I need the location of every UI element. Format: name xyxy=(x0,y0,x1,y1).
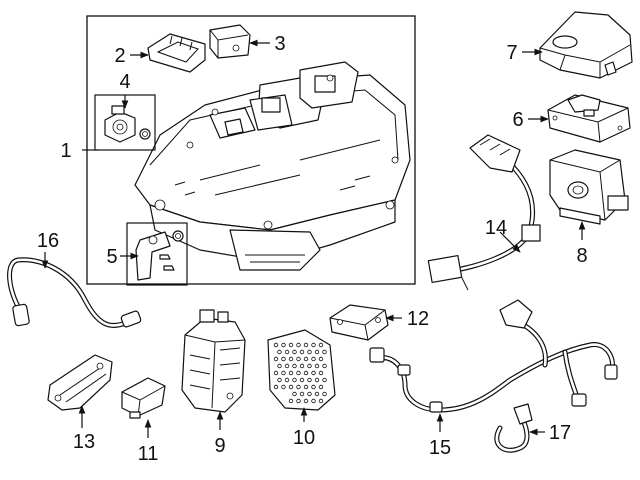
module-part-3 xyxy=(209,24,251,59)
perforation-hole xyxy=(314,391,320,397)
perforation-hole xyxy=(277,349,282,355)
perforation-hole xyxy=(307,391,312,397)
cover-part-7 xyxy=(539,11,633,79)
bracket-part-13 xyxy=(47,354,113,411)
perforation-hole xyxy=(314,377,320,383)
perforation-hole xyxy=(322,363,327,369)
perforation-hole xyxy=(311,370,316,376)
perforation-hole xyxy=(281,342,286,348)
perforation-hole xyxy=(318,384,324,390)
perforation-hole xyxy=(303,370,309,376)
perforation-hole xyxy=(311,398,316,404)
perforation-hole xyxy=(322,391,327,397)
callout-13: 13 xyxy=(73,431,95,453)
perforation-hole xyxy=(273,342,279,348)
perforation-hole xyxy=(281,356,286,362)
perforation-hole xyxy=(288,356,294,362)
perforation-hole xyxy=(318,342,324,348)
perforation-hole xyxy=(307,377,312,383)
perforation-hole xyxy=(307,349,312,355)
perforation-hole xyxy=(296,384,301,390)
perforation-hole xyxy=(296,356,301,362)
perforation-hole xyxy=(314,363,320,369)
perforation-hole xyxy=(277,377,282,383)
perforation-hole xyxy=(311,384,316,390)
callout-1: 1 xyxy=(60,140,71,162)
perforation-hole xyxy=(284,377,290,383)
perforation-hole xyxy=(299,391,305,397)
perforation-hole xyxy=(307,363,312,369)
bracket-part-2 xyxy=(147,33,206,73)
perforation-hole xyxy=(273,356,279,362)
module-part-11 xyxy=(121,377,166,419)
inset-box-part-5 xyxy=(126,222,188,286)
perforation-hole xyxy=(311,342,316,348)
perforation-hole xyxy=(296,398,301,404)
callout-3: 3 xyxy=(274,33,285,55)
perforation-hole xyxy=(284,363,290,369)
housing-part-8 xyxy=(549,149,629,225)
perforation-hole xyxy=(292,349,297,355)
perforation-hole xyxy=(281,370,286,376)
perforation-hole xyxy=(318,398,324,404)
callout-2: 2 xyxy=(114,45,125,67)
perforation-hole xyxy=(292,377,297,383)
perforation-hole xyxy=(303,398,309,404)
callout-4: 4 xyxy=(119,71,130,93)
perforation-hole xyxy=(288,398,294,404)
perforation-hole xyxy=(288,370,294,376)
callout-6: 6 xyxy=(512,109,523,131)
perforation-hole xyxy=(273,370,279,376)
callout-7: 7 xyxy=(506,42,517,64)
hose-part-17 xyxy=(494,403,533,453)
callout-8: 8 xyxy=(576,245,587,267)
perforation-hole xyxy=(299,377,305,383)
perforation-hole xyxy=(284,349,290,355)
inverter-assembly xyxy=(134,61,411,271)
cable-part-15 xyxy=(369,299,618,413)
perforation-hole xyxy=(314,349,320,355)
perforation-hole xyxy=(292,363,297,369)
perforation-hole xyxy=(299,363,305,369)
perforation-hole xyxy=(318,370,324,376)
valve-part-4 xyxy=(104,105,151,143)
callout-9: 9 xyxy=(214,435,225,457)
perforation-hole xyxy=(292,391,297,397)
unit-part-9 xyxy=(181,309,246,413)
perforation-hole xyxy=(311,356,316,362)
leader-14 xyxy=(499,231,521,253)
callout-17: 17 xyxy=(549,422,571,444)
callout-15: 15 xyxy=(429,437,451,459)
callout-12: 12 xyxy=(407,308,429,330)
perforation-hole xyxy=(322,349,327,355)
perforation-hole xyxy=(322,377,327,383)
perforation-hole xyxy=(288,342,294,348)
fitting-part-5 xyxy=(135,230,184,281)
callout-16: 16 xyxy=(37,230,59,252)
perforation-hole xyxy=(288,384,294,390)
callout-14: 14 xyxy=(485,217,507,239)
callout-10: 10 xyxy=(293,427,315,449)
module-part-12 xyxy=(329,304,389,341)
perforation-hole xyxy=(303,342,309,348)
shield-part-10 xyxy=(267,329,336,411)
callout-11: 11 xyxy=(138,443,159,465)
perforation-hole xyxy=(296,370,301,376)
cable-part-14 xyxy=(427,134,541,291)
perforation-hole xyxy=(318,356,324,362)
perforation-hole xyxy=(296,342,301,348)
perforation-hole xyxy=(299,349,305,355)
board-part-6 xyxy=(547,94,631,143)
cable-part-16 xyxy=(7,257,142,328)
perforation-hole xyxy=(273,384,279,390)
perforation-hole xyxy=(303,356,309,362)
callout-5: 5 xyxy=(106,246,117,268)
perforation-hole xyxy=(277,363,282,369)
perforation-hole xyxy=(281,384,286,390)
perforation-hole xyxy=(303,384,309,390)
